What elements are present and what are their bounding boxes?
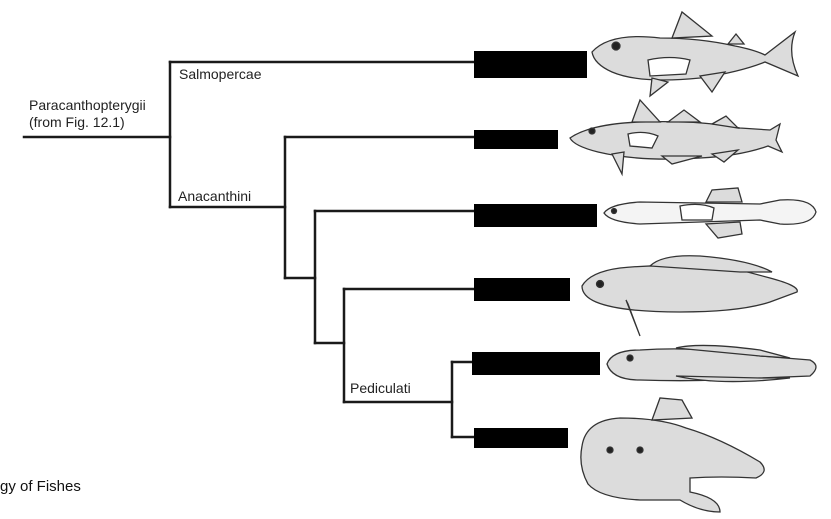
clade-label-salmopercae: Salmopercae xyxy=(179,66,262,82)
root-label-line1: Paracanthopterygii xyxy=(29,97,146,113)
redacted-label-3 xyxy=(474,204,597,227)
toadfish-icon xyxy=(606,344,817,383)
trout-perch-icon xyxy=(591,10,800,98)
redacted-label-1 xyxy=(474,51,587,78)
clade-label-anacanthini: Anacanthini xyxy=(178,188,252,204)
redacted-label-5 xyxy=(472,352,600,375)
redacted-label-4 xyxy=(474,278,570,301)
redacted-label-2 xyxy=(474,130,558,149)
redacted-label-6 xyxy=(474,428,568,448)
cod-icon xyxy=(569,98,784,177)
source-caption: gy of Fishes xyxy=(0,478,81,495)
eelpout-icon xyxy=(581,255,798,337)
root-label-line2: (from Fig. 12.1) xyxy=(29,114,125,130)
anglerfish-icon xyxy=(580,397,765,513)
cusk-eel-icon xyxy=(603,187,817,239)
clade-label-pediculati: Pediculati xyxy=(350,380,411,396)
